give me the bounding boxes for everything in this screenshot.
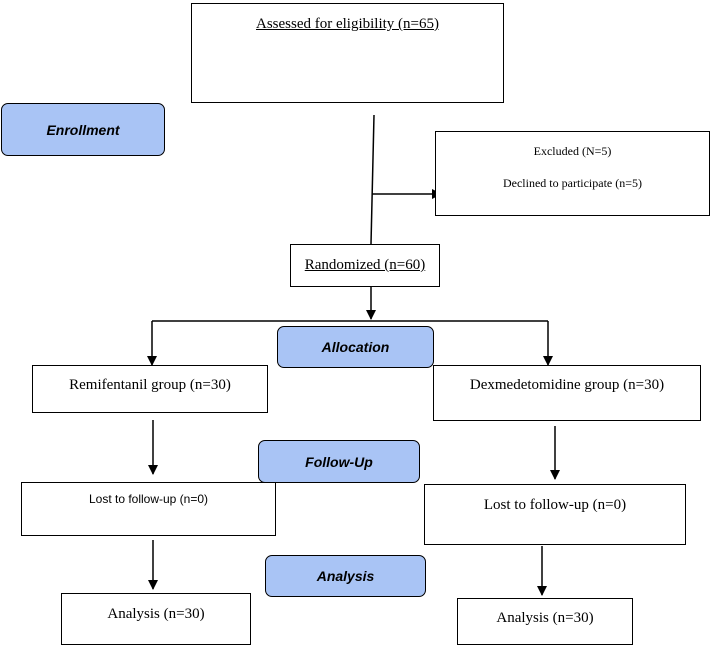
randomized-box: Randomized (n=60) xyxy=(290,244,440,287)
assessed-text: Assessed for eligibility (n=65) xyxy=(255,16,440,32)
dexmedetomidine-group-box: Dexmedetomidine group (n=30) xyxy=(433,365,701,421)
randomized-text: Randomized (n=60) xyxy=(304,257,426,273)
excluded-box: Excluded (N=5) Declined to participate (… xyxy=(435,131,710,216)
stage-allocation: Allocation xyxy=(277,326,434,368)
analysis-left-text: Analysis (n=30) xyxy=(107,606,205,622)
lost-to-follow-up-left-box: Lost to follow-up (n=0) xyxy=(21,482,276,536)
lost-to-follow-up-right-box: Lost to follow-up (n=0) xyxy=(424,484,686,545)
analysis-right-box: Analysis (n=30) xyxy=(457,598,633,645)
stage-enrollment: Enrollment xyxy=(1,103,165,156)
remifentanil-group-box: Remifentanil group (n=30) xyxy=(32,365,268,413)
assessed-box: Assessed for eligibility (n=65) xyxy=(191,3,504,103)
remifentanil-group-text: Remifentanil group (n=30) xyxy=(69,377,231,393)
analysis-left-box: Analysis (n=30) xyxy=(61,593,251,645)
stage-analysis: Analysis xyxy=(265,555,426,597)
line-assessed-to-randomized xyxy=(370,114,375,245)
lost-to-follow-up-left-text: Lost to follow-up (n=0) xyxy=(88,492,209,506)
analysis-right-text: Analysis (n=30) xyxy=(496,610,594,626)
lost-to-follow-up-right-text: Lost to follow-up (n=0) xyxy=(483,497,627,513)
dexmedetomidine-group-text: Dexmedetomidine group (n=30) xyxy=(469,377,665,393)
excluded-title: Excluded (N=5) xyxy=(533,144,612,158)
excluded-reason: Declined to participate (n=5) xyxy=(502,176,643,190)
stage-follow-up: Follow-Up xyxy=(258,440,420,483)
